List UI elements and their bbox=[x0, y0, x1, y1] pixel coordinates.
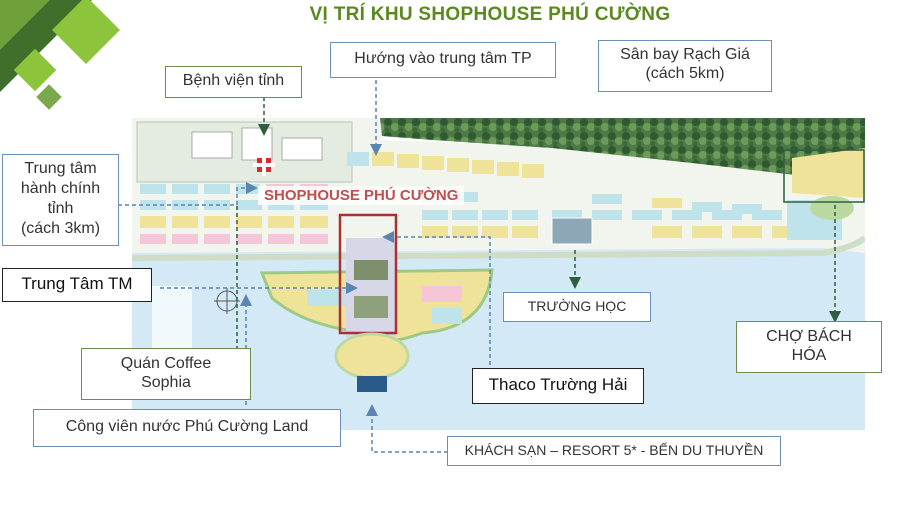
market-label-line1: CHỢ BÁCH bbox=[766, 328, 852, 345]
commercial-center-label-text: Trung Tâm TM bbox=[21, 274, 133, 293]
lot-row-2 bbox=[140, 216, 328, 244]
city-center-label-text: Hướng vào trung tâm TP bbox=[354, 50, 532, 67]
thaco-label: Thaco Trường Hải bbox=[472, 368, 644, 404]
center-photo-2 bbox=[354, 296, 388, 318]
market-label: CHỢ BÁCH HÓA bbox=[736, 321, 882, 373]
hospital-label-text: Bệnh viện tỉnh bbox=[182, 72, 285, 89]
admin-center-label-line1: Trung tâm bbox=[24, 160, 97, 177]
center-photo-1 bbox=[354, 260, 388, 280]
admin-center-label-line2: hành chính bbox=[20, 180, 101, 197]
admin-center-label-line3: tỉnh bbox=[47, 200, 74, 217]
hotel-icon bbox=[357, 376, 387, 392]
page-title: VỊ TRÍ KHU SHOPHOUSE PHÚ CƯỜNG bbox=[309, 4, 671, 25]
coffee-label-line2: Sophia bbox=[141, 374, 191, 392]
school-photo bbox=[551, 217, 593, 245]
city-center-label: Hướng vào trung tâm TP bbox=[330, 42, 556, 78]
airport-label-line2: (cách 5km) bbox=[645, 65, 725, 83]
water-park-label-text: Công viên nước Phú Cường Land bbox=[65, 418, 309, 435]
map-title: SHOPHOUSE PHÚ CƯỜNG bbox=[258, 186, 465, 205]
lot-row-top bbox=[347, 152, 544, 178]
hotel-resort-label-text: KHÁCH SẠN – RESORT 5* - BẾN DU THUYỀN bbox=[464, 442, 764, 458]
hotel-resort-label: KHÁCH SẠN – RESORT 5* - BẾN DU THUYỀN bbox=[447, 436, 781, 466]
airport-label-line1: Sân bay Rạch Giá bbox=[620, 46, 750, 63]
coffee-label: Quán Coffee Sophia bbox=[81, 348, 251, 400]
coffee-label-line1: Quán Coffee bbox=[120, 355, 212, 372]
corner-decoration bbox=[0, 0, 120, 110]
thaco-label-text: Thaco Trường Hải bbox=[488, 375, 628, 394]
school-label-text: TRƯỜNG HỌC bbox=[527, 298, 627, 314]
airport-label: Sân bay Rạch Giá (cách 5km) bbox=[598, 40, 772, 92]
water-park-label: Công viên nước Phú Cường Land bbox=[33, 409, 341, 447]
admin-center-label-line4: (cách 3km) bbox=[20, 220, 101, 237]
admin-center-label: Trung tâm hành chính tỉnh (cách 3km) bbox=[2, 154, 119, 246]
resort-dome bbox=[334, 332, 410, 380]
market-label-line2: HÓA bbox=[791, 347, 827, 365]
forest-area bbox=[380, 118, 865, 188]
commercial-center-label: Trung Tâm TM bbox=[2, 268, 152, 302]
hospital-label: Bệnh viện tỉnh bbox=[165, 66, 302, 98]
school-label: TRƯỜNG HỌC bbox=[503, 292, 651, 322]
